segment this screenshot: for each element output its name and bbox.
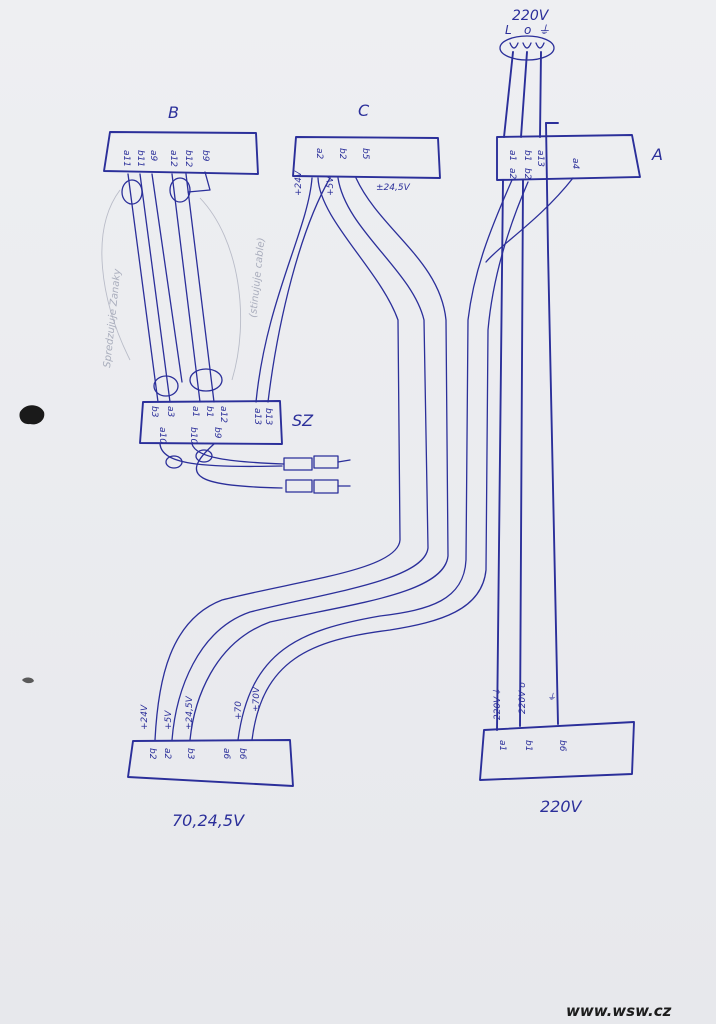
pin-sz-b3: b3 [149, 406, 159, 418]
mains-caption: 220V [540, 797, 583, 816]
connector-c-label: C [358, 101, 370, 120]
mains-wire-label-neutral: 220V o [518, 682, 528, 714]
pin-ps-a2: a2 [162, 748, 172, 760]
ps-wire-label-24v: +24V [140, 704, 150, 730]
pin-sz-b10: b10 [188, 427, 198, 444]
pin-c-b2: b2 [337, 148, 347, 160]
pin-a1: a1 [507, 150, 517, 161]
pin-b1: b1 [522, 150, 532, 161]
punch-hole-mark [19, 405, 45, 425]
connector-b-label: B [168, 103, 179, 122]
pin-b11: b11 [135, 150, 145, 167]
pin-sz-b13: b13 [263, 408, 273, 425]
connector-a-label: A [651, 145, 663, 164]
ps-wire-label-245v: ±24,5V [185, 695, 195, 730]
mains-symbol-neutral: o [524, 23, 531, 37]
ps-wire-label-70: +70 [234, 701, 244, 720]
resistor-2b [313, 479, 339, 494]
mains-voltage-label: 220V [512, 8, 550, 24]
wires-b-to-sz [121, 171, 223, 403]
wires-c-to-supply [154, 177, 449, 741]
c-wire-label-245v: ±24,5V [376, 183, 411, 193]
pin-ps-b2: b2 [147, 748, 157, 760]
pin-b9: b9 [200, 150, 210, 162]
pin-sz-a12: a12 [218, 406, 228, 423]
pin-ps-b3: b3 [185, 748, 195, 760]
mains-symbol-earth: ⏚ [538, 23, 550, 37]
power-supply-caption: 70,24,5V [172, 811, 245, 830]
connector-power-supply: b2 a2 b3 a6 b6 70,24,5V +24V +5V ±24,5V … [127, 686, 294, 830]
resistor-2 [285, 479, 313, 493]
pin-sz-a3: a3 [165, 406, 175, 418]
pencil-notes: Spredzujuje Zanaky (stinujuje cable) [101, 189, 267, 381]
pencil-note-left: Spredzujuje Zanaky [102, 267, 123, 368]
pin-ps-a6: a6 [221, 748, 231, 760]
pin-b12: b12 [183, 150, 193, 167]
wires-mains-cord [503, 51, 542, 138]
pin-a13: a13 [535, 150, 545, 167]
connector-b: B a11 b11 a9 a12 b12 b9 [103, 103, 259, 175]
pin-c-b5: b5 [360, 148, 370, 160]
wires-a-to-supply [237, 177, 574, 741]
connector-a: A a1 b1 a13 a2 b2 a4 [496, 134, 663, 181]
wires-a-to-mains [496, 122, 559, 731]
wires-sz-to-resistors [159, 443, 351, 494]
pin-mains-b1: b1 [523, 740, 533, 751]
pin-mains-b6: b6 [557, 740, 567, 752]
c-wire-label-24v: +24V [294, 170, 304, 196]
resistor-1 [283, 457, 313, 471]
pin-sz-b1: b1 [204, 406, 214, 417]
pin-a2: a2 [507, 168, 517, 180]
pin-sz-a10: a10 [157, 427, 167, 444]
pin-sz-b9: b9 [212, 427, 222, 439]
pencil-note-right: (stinujuje cable) [248, 237, 267, 318]
ps-wire-label-5v: +5V [164, 710, 174, 730]
pin-sz-a1: a1 [190, 406, 200, 417]
pin-a4: a4 [570, 158, 580, 170]
mains-plug-prongs [509, 42, 545, 49]
mains-symbol-live: L [505, 23, 512, 37]
mains-wire-label-ground: ⏚ [547, 692, 556, 703]
connector-sz: SZ b3 a3 a1 b1 a12 a13 b13 a10 b10 b9 [139, 400, 314, 445]
pin-sz-a13: a13 [252, 408, 262, 425]
ps-wire-label-70v: ±70V [252, 686, 262, 712]
pin-mains-a1: a1 [497, 740, 507, 751]
pin-a9: a9 [148, 150, 158, 162]
connector-c: C a2 b2 b5 +24V +5V ±24,5V [292, 101, 441, 196]
pin-a11: a11 [121, 150, 131, 167]
wires-c-to-sz [255, 177, 331, 403]
scan-speck [22, 677, 34, 684]
c-wire-label-5v: +5V [326, 176, 336, 196]
pin-c-a2: a2 [314, 148, 324, 160]
resistor-1b [313, 455, 339, 469]
footer-watermark: www.wsw.cz [566, 1002, 672, 1020]
pin-b2: b2 [522, 168, 532, 180]
pin-ps-b6: b6 [237, 748, 247, 760]
pin-a12: a12 [168, 150, 178, 167]
connector-sz-label: SZ [292, 411, 314, 430]
